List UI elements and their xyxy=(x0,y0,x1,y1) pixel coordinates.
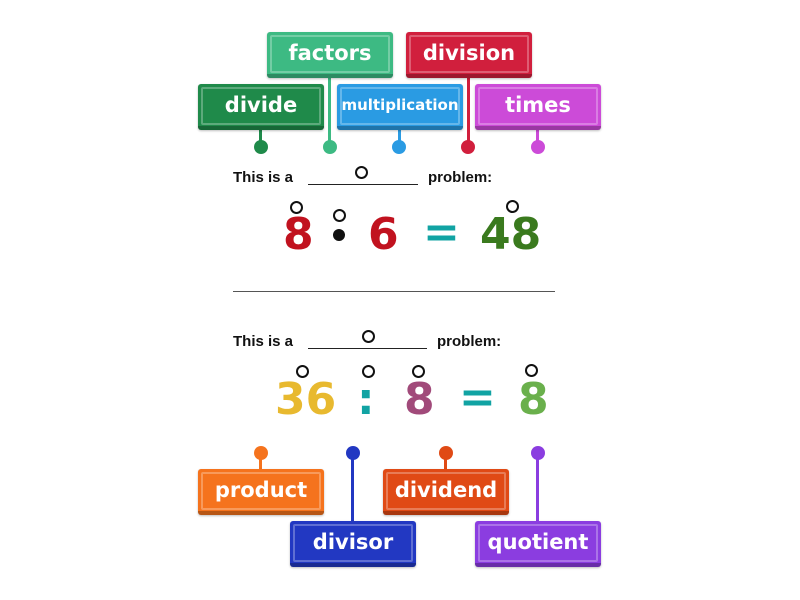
anchor-dot xyxy=(254,140,268,154)
problem2-left: 36 xyxy=(275,374,337,425)
problem1-right: 6 xyxy=(368,209,399,260)
problem2-blank xyxy=(308,348,427,349)
problem2-prefix: This is a xyxy=(233,333,294,350)
tile-divisor[interactable]: divisor xyxy=(290,521,416,567)
tile-factors[interactable]: factors xyxy=(267,32,393,78)
tile-dividend[interactable]: dividend xyxy=(383,469,509,515)
hotspot-problem1-operator[interactable] xyxy=(333,209,346,222)
hotspot-problem2-type[interactable] xyxy=(362,330,375,343)
anchor-dot xyxy=(392,140,406,154)
divider-line xyxy=(233,291,555,292)
tile-label: multiplication xyxy=(341,96,459,114)
connector-line xyxy=(467,76,470,146)
anchor-dot xyxy=(323,140,337,154)
hotspot-problem1-result[interactable] xyxy=(506,200,519,213)
tile-label: factors xyxy=(288,41,372,65)
tile-quotient[interactable]: quotient xyxy=(475,521,601,567)
hotspot-problem2-operator[interactable] xyxy=(362,365,375,378)
connector-line xyxy=(536,128,539,146)
problem1-left: 8 xyxy=(283,209,314,260)
tile-multiplication[interactable]: multiplication xyxy=(337,84,463,130)
connector-line xyxy=(259,452,262,472)
connector-line xyxy=(259,128,262,146)
problem1-equals: = xyxy=(423,207,460,258)
connector-line xyxy=(398,128,401,146)
tile-product[interactable]: product xyxy=(198,469,324,515)
tile-label: divide xyxy=(224,93,298,117)
hotspot-problem2-left[interactable] xyxy=(296,365,309,378)
problem1-result: 48 xyxy=(480,209,542,260)
tile-label: times xyxy=(505,93,571,117)
problem2-equals: = xyxy=(459,372,496,423)
problem2-right: 8 xyxy=(404,374,435,425)
connector-line xyxy=(351,452,354,524)
hotspot-problem2-result[interactable] xyxy=(525,364,538,377)
connector-line xyxy=(536,452,539,524)
connector-line xyxy=(328,76,331,146)
hotspot-problem1-left[interactable] xyxy=(290,201,303,214)
problem1-operator-dot xyxy=(333,229,345,241)
tile-label: dividend xyxy=(394,478,498,502)
hotspot-problem1-type[interactable] xyxy=(355,166,368,179)
connector-line xyxy=(444,452,447,472)
anchor-dot xyxy=(461,140,475,154)
problem1-suffix: problem: xyxy=(428,169,493,186)
tile-label: division xyxy=(422,41,516,65)
problem1-blank xyxy=(308,184,418,185)
tile-label: quotient xyxy=(487,530,589,554)
tile-label: divisor xyxy=(312,530,394,554)
tile-divide[interactable]: divide xyxy=(198,84,324,130)
tile-division[interactable]: division xyxy=(406,32,532,78)
problem2-operator: : xyxy=(357,374,375,425)
problem2-suffix: problem: xyxy=(437,333,502,350)
hotspot-problem2-right[interactable] xyxy=(412,365,425,378)
problem1-prefix: This is a xyxy=(233,169,294,186)
tile-times[interactable]: times xyxy=(475,84,601,130)
tile-label: product xyxy=(214,478,308,502)
anchor-dot xyxy=(531,140,545,154)
problem2-result: 8 xyxy=(518,374,549,425)
